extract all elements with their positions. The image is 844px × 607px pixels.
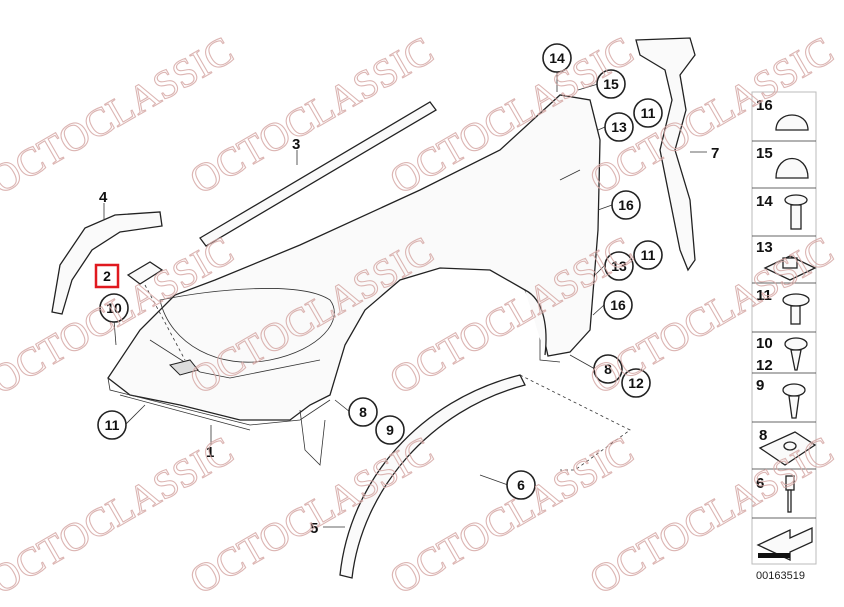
wheel-arch-trim-part <box>339 374 526 579</box>
callout[interactable]: 11 <box>97 410 127 440</box>
callout[interactable]: 15 <box>596 69 626 99</box>
arrow-icon <box>756 526 813 562</box>
svg-text:8: 8 <box>759 427 767 444</box>
svg-text:6: 6 <box>517 477 525 493</box>
front-fender-part <box>107 94 601 466</box>
svg-text:11: 11 <box>641 247 656 263</box>
svg-text:13: 13 <box>611 119 627 135</box>
callout[interactable]: 13 <box>604 112 634 142</box>
screw-icon <box>782 383 806 419</box>
svg-text:11: 11 <box>756 287 772 304</box>
dashed-guide <box>519 374 631 471</box>
label-5: 5 <box>310 520 318 537</box>
svg-text:15: 15 <box>756 145 773 162</box>
callout[interactable]: 9 <box>375 415 405 445</box>
gasket-part <box>635 37 696 272</box>
svg-text:10: 10 <box>106 300 122 316</box>
svg-text:13: 13 <box>756 239 773 256</box>
callout[interactable]: 11 <box>633 240 663 270</box>
bracket-part <box>51 211 163 315</box>
svg-text:10: 10 <box>756 335 773 352</box>
svg-text:15: 15 <box>603 76 619 92</box>
svg-text:12: 12 <box>756 357 773 374</box>
bolt-icon <box>782 293 810 325</box>
callout[interactable]: 11 <box>633 98 663 128</box>
svg-text:16: 16 <box>610 297 626 313</box>
svg-text:14: 14 <box>549 50 565 66</box>
dashed-guide <box>144 284 186 361</box>
svg-text:16: 16 <box>756 97 773 114</box>
label-7: 7 <box>711 145 719 162</box>
callout[interactable]: 8 <box>348 397 378 427</box>
parts-legend: 16 15 14 13 11 10 12 9 8 6 <box>751 91 817 565</box>
callout[interactable]: 13 <box>604 251 634 281</box>
callout[interactable]: 14 <box>542 43 572 73</box>
callout[interactable]: 6 <box>506 470 536 500</box>
diagram-code: 00163519 <box>756 570 805 582</box>
seal-strip-part <box>199 101 437 247</box>
label-3: 3 <box>292 136 300 153</box>
dome-cap-icon <box>775 157 809 179</box>
callout-2-highlighted[interactable]: 2 <box>94 263 120 289</box>
screw-icon <box>784 194 808 230</box>
cap-icon <box>775 114 809 131</box>
svg-text:2: 2 <box>103 268 111 284</box>
callout[interactable]: 12 <box>621 368 651 398</box>
svg-text:14: 14 <box>756 193 773 210</box>
svg-text:9: 9 <box>386 422 394 438</box>
callout[interactable]: 16 <box>603 290 633 320</box>
svg-text:9: 9 <box>756 377 764 394</box>
svg-text:8: 8 <box>604 361 612 377</box>
svg-text:11: 11 <box>105 417 120 433</box>
callout[interactable]: 10 <box>99 293 129 323</box>
callout[interactable]: 8 <box>593 354 623 384</box>
rivet-icon <box>785 475 795 513</box>
label-4: 4 <box>99 189 108 206</box>
svg-text:6: 6 <box>756 475 764 492</box>
svg-text:11: 11 <box>641 105 656 121</box>
leader-lines <box>103 72 707 528</box>
svg-text:12: 12 <box>628 375 644 391</box>
clip-nut-icon <box>758 431 817 466</box>
callout[interactable]: 16 <box>611 190 641 220</box>
nut-clip-icon <box>763 255 817 281</box>
svg-text:8: 8 <box>359 404 367 420</box>
washer-cover-part <box>126 261 164 285</box>
svg-text:16: 16 <box>618 197 634 213</box>
self-tapping-screw-icon <box>784 337 808 371</box>
label-1: 1 <box>206 444 214 461</box>
svg-text:13: 13 <box>611 258 627 274</box>
arch-edge <box>524 289 547 356</box>
